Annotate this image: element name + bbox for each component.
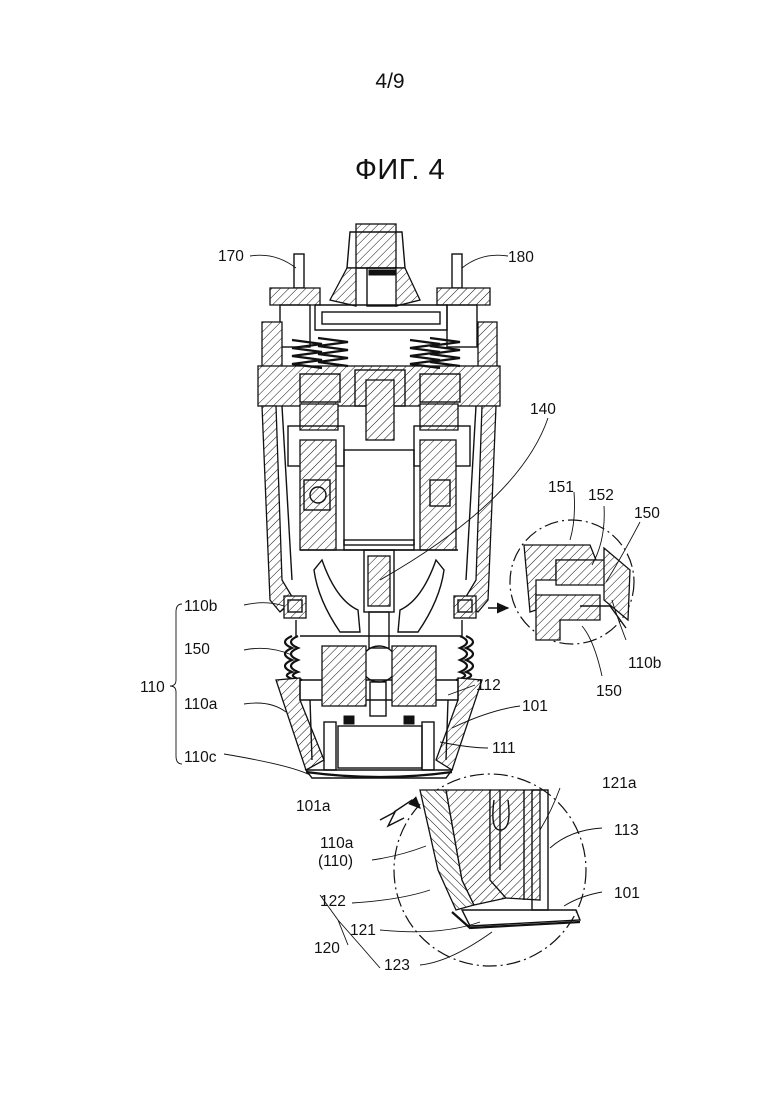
label-123: 123 xyxy=(384,957,410,974)
label-101-mid: 101 xyxy=(522,698,548,715)
label-150-top: 150 xyxy=(634,505,660,522)
detail-circle-upper xyxy=(488,520,634,644)
label-151: 151 xyxy=(548,479,574,496)
motor-module xyxy=(288,380,470,550)
label-121a: 121a xyxy=(602,775,637,792)
label-122: 122 xyxy=(320,893,346,910)
lower-cap xyxy=(276,646,482,778)
label-101-zoom: 101 xyxy=(614,885,640,902)
label-110a-zoom: 110a xyxy=(320,835,354,852)
label-170: 170 xyxy=(218,248,244,265)
label-101a: 101a xyxy=(296,798,331,815)
label-121: 121 xyxy=(350,922,376,939)
label-110a: 110a xyxy=(184,696,218,713)
label-150-left: 150 xyxy=(184,641,210,658)
top-spindle xyxy=(330,224,420,306)
label-180: 180 xyxy=(508,249,534,266)
label-110b: 110b xyxy=(184,598,217,615)
label-112: 112 xyxy=(476,677,501,694)
label-140: 140 xyxy=(530,401,556,418)
label-113: 113 xyxy=(614,822,639,839)
label-110b-right: 110b xyxy=(628,655,661,672)
label-110c: 110c xyxy=(184,749,217,766)
label-150-bottom: 150 xyxy=(596,683,622,700)
label-110: 110 xyxy=(140,679,165,696)
detail-circle-lower xyxy=(380,774,586,966)
label-111: 111 xyxy=(492,740,516,757)
bellows-150 xyxy=(285,636,473,680)
label-152: 152 xyxy=(588,487,614,504)
label-110-paren: (110) xyxy=(318,853,353,870)
label-120: 120 xyxy=(314,940,340,957)
